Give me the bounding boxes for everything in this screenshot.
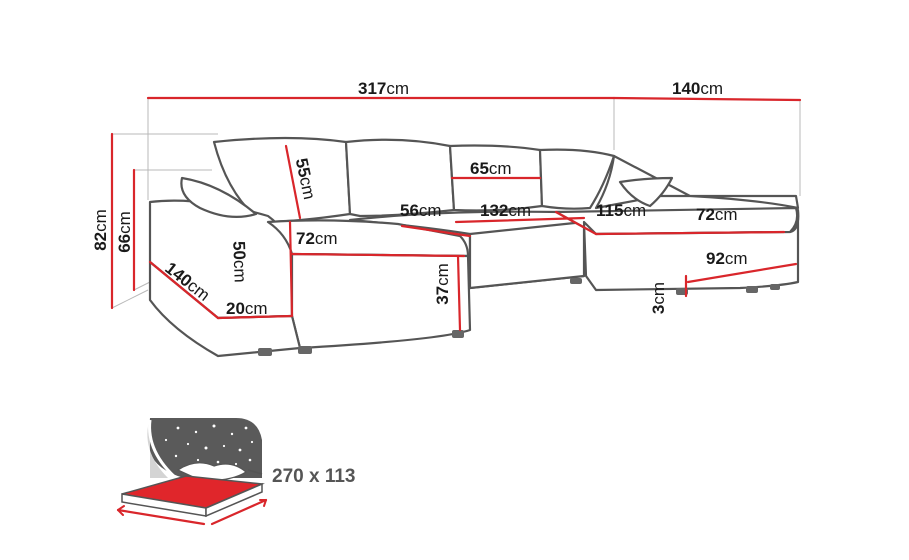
pillow-left bbox=[180, 176, 258, 219]
dimension-label: 3cm bbox=[649, 282, 668, 314]
dimension-label: 55cm bbox=[292, 157, 319, 202]
dimension-label: 66cm bbox=[115, 211, 134, 253]
left-side-panel bbox=[148, 260, 302, 358]
foot bbox=[770, 284, 780, 290]
dimension-label: 140cm bbox=[672, 79, 723, 98]
dimension-label: 56cm bbox=[400, 201, 442, 220]
dimension-label: 72cm bbox=[696, 205, 738, 224]
guide-lines bbox=[111, 98, 801, 309]
foot bbox=[570, 278, 582, 284]
pillow-right bbox=[618, 176, 674, 208]
dimension-label: 37cm bbox=[433, 263, 452, 305]
dimension-labels: 317cm 140cm 82cm 66cm 55cm 65cm 56cm 132… bbox=[91, 79, 748, 318]
foot bbox=[746, 286, 758, 293]
foot bbox=[298, 346, 312, 354]
foot bbox=[258, 348, 272, 356]
dimension-label: 65cm bbox=[470, 159, 512, 178]
back-cushion-1 bbox=[212, 136, 352, 224]
middle-base bbox=[468, 220, 586, 290]
dimension-lines bbox=[110, 96, 802, 332]
dimension-label: 50cm bbox=[229, 241, 249, 283]
foot bbox=[452, 330, 464, 338]
dimension-label: 115cm bbox=[596, 201, 646, 220]
back-cushion-4 bbox=[538, 148, 616, 210]
dimension-label: 317cm bbox=[358, 79, 409, 98]
bed-size-label: 270 x 113 bbox=[272, 466, 355, 487]
sleeping-function-icon bbox=[116, 418, 268, 526]
dimension-label: 72cm bbox=[296, 229, 338, 248]
dimension-label: 82cm bbox=[91, 209, 110, 251]
dimension-label: 20cm bbox=[226, 299, 268, 318]
chaise-right-front bbox=[582, 208, 800, 292]
dimension-label: 92cm bbox=[706, 249, 748, 268]
dimension-label: 132cm bbox=[480, 201, 531, 220]
stars-icon bbox=[164, 424, 254, 466]
moon-icon bbox=[147, 418, 168, 478]
